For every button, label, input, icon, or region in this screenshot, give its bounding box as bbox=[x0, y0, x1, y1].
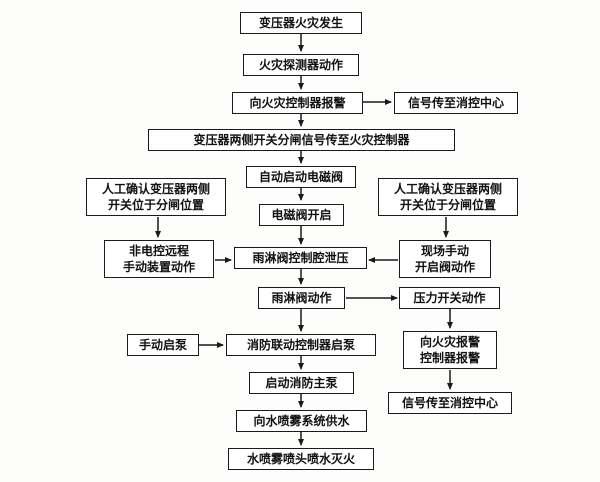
node-non-electric-manual: 非电控远程 手动装置动作 bbox=[104, 240, 214, 279]
node-non-electric-manual-line1: 非电控远程 bbox=[128, 244, 189, 258]
node-site-manual-valve: 现场手动 开启阀动作 bbox=[399, 240, 491, 279]
node-fire-occurs: 变压器火灾发生 bbox=[240, 12, 362, 35]
node-auto-start-solenoid: 自动启动电磁阀 bbox=[246, 166, 356, 189]
node-manual-confirm-left: 人工确认变压器两侧 开关位于分闸位置 bbox=[86, 178, 226, 217]
node-fire-occurs-label: 变压器火灾发生 bbox=[258, 16, 343, 30]
node-water-to-spray-system-label: 向水喷雾系统供水 bbox=[253, 414, 350, 428]
node-signal-to-center-bottom-label: 信号传至消控中心 bbox=[401, 396, 498, 410]
node-pressure-switch-action-label: 压力开关动作 bbox=[413, 291, 486, 305]
node-deluge-valve-action: 雨淋阀动作 bbox=[258, 287, 345, 310]
node-signal-to-center-top: 信号传至消控中心 bbox=[394, 92, 518, 115]
node-alarm-to-fire-controller: 向火灾控制器报警 bbox=[232, 92, 363, 115]
node-switch-open-signal-label: 变压器两侧开关分闸信号传至火灾控制器 bbox=[193, 133, 410, 147]
node-spray-extinguish: 水喷雾喷头喷水灭火 bbox=[228, 448, 374, 471]
node-signal-to-center-bottom: 信号传至消控中心 bbox=[388, 392, 512, 415]
node-linkage-controller-start-pump: 消防联动控制器启泵 bbox=[226, 334, 376, 357]
node-site-manual-valve-line2: 开启阀动作 bbox=[414, 260, 475, 275]
node-deluge-chamber-relief-label: 雨淋阀控制腔泄压 bbox=[252, 251, 349, 265]
node-switch-open-signal: 变压器两侧开关分闸信号传至火灾控制器 bbox=[148, 129, 455, 152]
node-solenoid-open: 电磁阀开启 bbox=[259, 204, 344, 227]
node-spray-extinguish-label: 水喷雾喷头喷水灭火 bbox=[246, 452, 355, 466]
node-manual-confirm-left-line2: 开关位于分闸位置 bbox=[107, 198, 204, 213]
node-manual-confirm-right: 人工确认变压器两侧 开关位于分闸位置 bbox=[378, 178, 518, 217]
node-manual-confirm-right-line2: 开关位于分闸位置 bbox=[399, 198, 496, 213]
node-manual-start-pump-label: 手动启泵 bbox=[138, 338, 187, 352]
node-site-manual-valve-line1: 现场手动 bbox=[420, 244, 469, 258]
node-alarm-to-fire-alarm-controller: 向火灾报警 控制器报警 bbox=[403, 331, 497, 370]
node-alarm-to-fire-controller-label: 向火灾控制器报警 bbox=[249, 96, 346, 110]
node-solenoid-open-label: 电磁阀开启 bbox=[271, 208, 332, 222]
node-alarm-to-fire-alarm-controller-line2: 控制器报警 bbox=[419, 351, 480, 366]
node-start-main-fire-pump: 启动消防主泵 bbox=[249, 372, 354, 395]
node-pressure-switch-action: 压力开关动作 bbox=[399, 287, 500, 310]
node-deluge-valve-action-label: 雨淋阀动作 bbox=[271, 291, 332, 305]
node-alarm-to-fire-alarm-controller-line1: 向火灾报警 bbox=[419, 335, 480, 349]
node-detector-action: 火灾探测器动作 bbox=[243, 54, 359, 77]
node-deluge-chamber-relief: 雨淋阀控制腔泄压 bbox=[234, 247, 367, 270]
node-water-to-spray-system: 向水喷雾系统供水 bbox=[236, 410, 367, 433]
node-manual-start-pump: 手动启泵 bbox=[127, 334, 199, 357]
node-detector-action-label: 火灾探测器动作 bbox=[258, 58, 343, 72]
node-linkage-controller-start-pump-label: 消防联动控制器启泵 bbox=[246, 338, 355, 352]
node-signal-to-center-top-label: 信号传至消控中心 bbox=[407, 96, 504, 110]
node-start-main-fire-pump-label: 启动消防主泵 bbox=[265, 376, 338, 390]
node-non-electric-manual-line2: 手动装置动作 bbox=[122, 260, 195, 275]
node-manual-confirm-left-line1: 人工确认变压器两侧 bbox=[101, 182, 210, 196]
node-manual-confirm-right-line1: 人工确认变压器两侧 bbox=[393, 182, 502, 196]
node-auto-start-solenoid-label: 自动启动电磁阀 bbox=[258, 170, 343, 184]
